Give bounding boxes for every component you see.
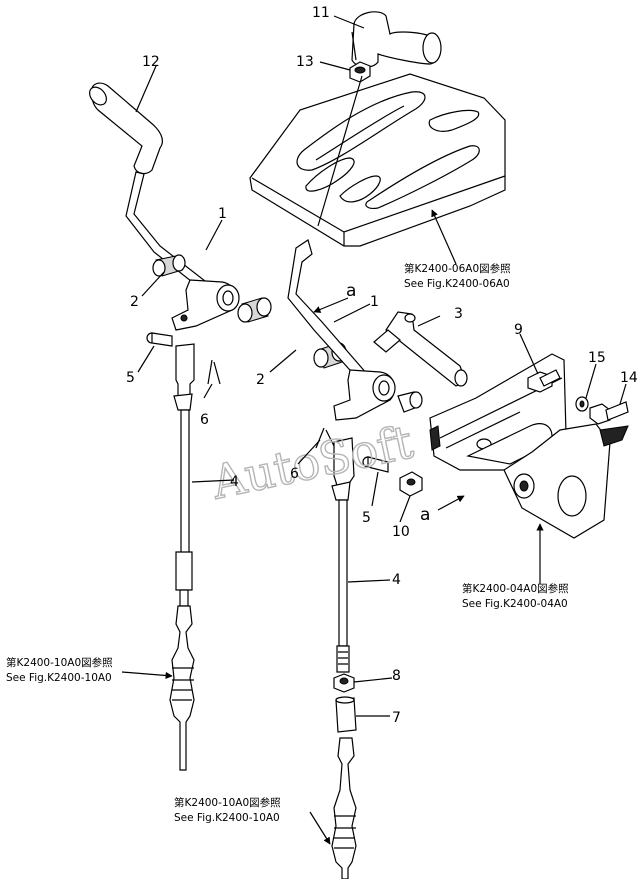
callout-7: 7 — [392, 710, 401, 726]
callout-1-right: 1 — [370, 294, 379, 310]
callout-labels: 11 12 13 1 2 1 3 9 15 14 2 5 6 6 4 5 10 … — [126, 5, 638, 726]
part-14-bolt — [589, 401, 629, 425]
console-cover — [249, 73, 506, 247]
part-9-bolt — [527, 369, 561, 393]
ref-k2400-04a0-jp: 第K2400-04A0図参照 — [462, 582, 569, 595]
callout-5-left: 5 — [126, 370, 135, 386]
ref-k2400-10a0-left-en: See Fig.K2400-10A0 — [6, 672, 112, 684]
part-13-nut — [349, 61, 371, 83]
callout-1-left: 1 — [218, 206, 227, 222]
callout-6-right: 6 — [290, 466, 299, 482]
part-3-shaft — [373, 311, 468, 387]
reference-notes: 第K2400-06A0図参照 See Fig.K2400-06A0 第K2400… — [6, 262, 569, 824]
watermark-text: AutoSoft — [206, 414, 418, 509]
part-4-rod-left — [173, 343, 195, 607]
cable-left — [169, 605, 195, 771]
callout-13: 13 — [296, 54, 314, 70]
part-10-nut — [399, 471, 423, 497]
part-1-right-lever — [287, 239, 423, 421]
ref-k2400-06a0-jp: 第K2400-06A0図参照 — [404, 262, 511, 275]
callout-4-right: 4 — [392, 572, 401, 588]
part-5-pin-right — [362, 456, 389, 473]
callout-8: 8 — [392, 668, 401, 684]
part-2-bushing-left — [152, 254, 186, 277]
part-11-knob — [351, 11, 442, 68]
callout-5-right: 5 — [362, 510, 371, 526]
ref-k2400-10a0-bottom-en: See Fig.K2400-10A0 — [174, 812, 280, 824]
cable-bottom — [331, 737, 357, 879]
callout-3: 3 — [454, 306, 463, 322]
part-7-sleeve — [335, 696, 357, 733]
ref-k2400-10a0-bottom-jp: 第K2400-10A0図参照 — [174, 796, 281, 809]
callout-15: 15 — [588, 350, 606, 366]
part-12-knob — [89, 82, 163, 175]
part-5-pin-left — [146, 332, 173, 347]
callout-11: 11 — [312, 5, 330, 21]
ref-k2400-04a0-en: See Fig.K2400-04A0 — [462, 598, 568, 610]
part-6-cotter-left — [207, 359, 221, 385]
part-15-washer — [575, 396, 589, 412]
part-8-nut — [333, 673, 355, 693]
callout-12: 12 — [142, 54, 160, 70]
ref-k2400-06a0-en: See Fig.K2400-06A0 — [404, 278, 510, 290]
label-a-bottom: a — [420, 505, 430, 525]
callout-2-left: 2 — [130, 294, 139, 310]
leader-lines — [121, 15, 627, 845]
ref-k2400-10a0-left-jp: 第K2400-10A0図参照 — [6, 656, 113, 669]
callout-6-left: 6 — [200, 412, 209, 428]
callout-2-middle: 2 — [256, 372, 265, 388]
callout-9: 9 — [514, 322, 523, 338]
part-4-rod-right — [331, 437, 355, 673]
callout-4-left: 4 — [230, 474, 239, 490]
part-1-left-lever — [125, 171, 240, 331]
callout-14: 14 — [620, 370, 638, 386]
label-a-top: a — [346, 281, 356, 301]
callout-10: 10 — [392, 524, 410, 540]
part-6-cotter-right — [315, 427, 335, 449]
